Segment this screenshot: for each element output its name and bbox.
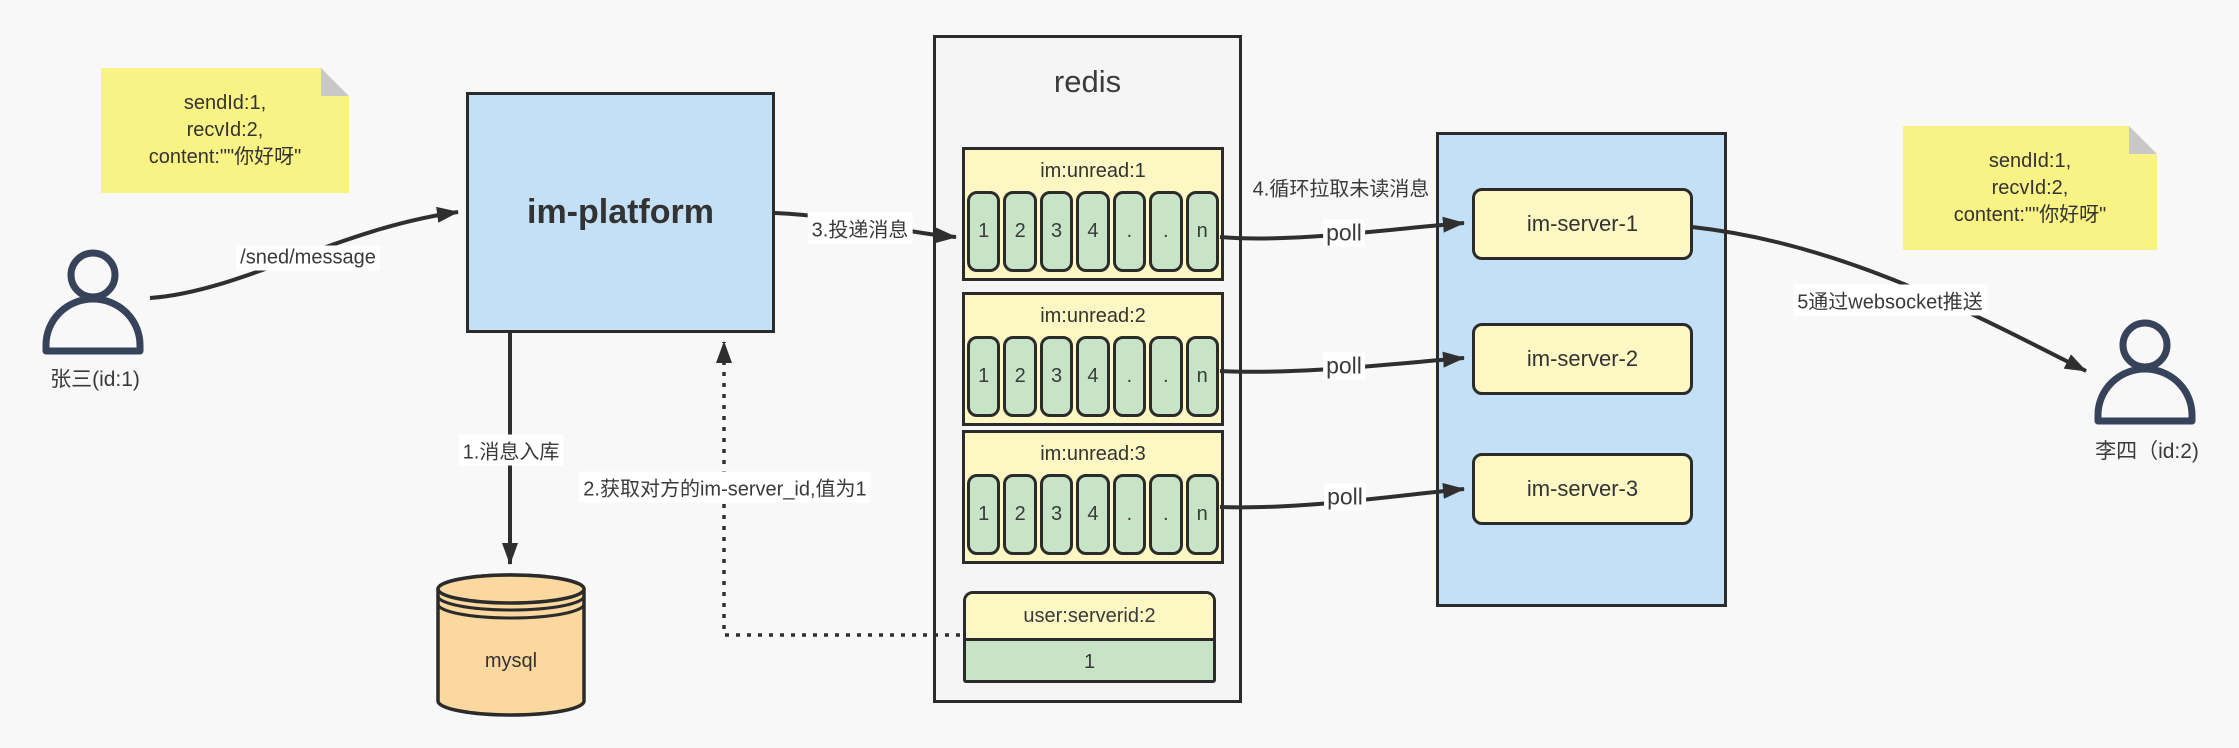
note-fold-corner: [2129, 126, 2157, 154]
user-icon: [42, 249, 144, 355]
redis-queue-2: im:unread:2 1 2 3 4 . . n: [962, 292, 1224, 426]
note-line: recvId:2,: [1991, 176, 2069, 199]
edge-label-step2: 2.获取对方的im-server_id,值为1: [579, 471, 871, 503]
queue-header: im:unread:1: [1040, 160, 1146, 182]
im-server-2-node: im-server-2: [1472, 323, 1693, 395]
im-server-1-label: im-server-1: [1526, 211, 1639, 236]
kv-value: 1: [1083, 651, 1096, 673]
database-cylinder-icon: [436, 573, 586, 717]
note-line: sendId:1,: [183, 92, 267, 114]
queue-cell: n: [1185, 474, 1219, 555]
queue-cells: 1 2 3 4 . . n: [967, 474, 1219, 555]
message-note-left: sendId:1, recvId:2, content:""你好呀": [101, 68, 349, 193]
queue-cell: n: [1185, 336, 1219, 417]
redis-title: redis: [1053, 64, 1122, 99]
queue-cell: 3: [1039, 474, 1074, 555]
edge-label-step3: 3.投递消息: [807, 212, 913, 244]
note-line: recvId:2,: [186, 119, 264, 141]
actor-receiver: 李四（id:2): [2090, 318, 2206, 468]
queue-cells: 1 2 3 4 . . n: [967, 336, 1219, 417]
queue-cell: 3: [1039, 336, 1074, 417]
kv-header: user:serverid:2: [966, 594, 1213, 641]
edge-label-poll-2: poll: [1323, 352, 1365, 380]
im-server-group: im-server-1 im-server-2 im-server-3: [1436, 132, 1727, 607]
actor-sender: 张三(id:1): [38, 248, 154, 398]
queue-cell: 2: [1003, 336, 1037, 417]
mysql-node: mysql: [435, 572, 587, 718]
queue-cell: 3: [1039, 191, 1074, 272]
redis-panel: redis im:unread:1 1 2 3 4 . . n im:unrea…: [933, 35, 1242, 703]
queue-cell: .: [1112, 336, 1147, 417]
queue-cell: 1: [967, 191, 1001, 272]
queue-header: im:unread:2: [1040, 305, 1146, 327]
edge-label-poll-3: poll: [1324, 483, 1366, 511]
queue-cell: 2: [1003, 474, 1037, 555]
edge-label-step4: 4.循环拉取未读消息: [1252, 178, 1430, 201]
redis-queue-1: im:unread:1 1 2 3 4 . . n: [962, 147, 1224, 281]
im-server-3-node: im-server-3: [1472, 453, 1693, 525]
queue-cell: .: [1112, 191, 1147, 272]
note-line: content:""你好呀": [1953, 203, 2107, 226]
actor-receiver-label: 李四（id:2): [2095, 440, 2199, 463]
queue-cell: n: [1185, 191, 1219, 272]
im-server-1-node: im-server-1: [1472, 188, 1693, 260]
note-line: sendId:1,: [1988, 149, 2072, 172]
queue-cell: 4: [1076, 336, 1110, 417]
user-icon: [2094, 319, 2196, 425]
queue-cell: 4: [1076, 191, 1110, 272]
message-note-right: sendId:1, recvId:2, content:""你好呀": [1903, 126, 2157, 250]
queue-cells: 1 2 3 4 . . n: [967, 191, 1219, 272]
note-fold-corner: [321, 68, 349, 96]
queue-cell: .: [1149, 191, 1183, 272]
queue-cell: .: [1112, 474, 1147, 555]
queue-cell: 1: [967, 474, 1001, 555]
queue-cell: 1: [967, 336, 1001, 417]
queue-cell: 2: [1003, 191, 1037, 272]
im-server-3-label: im-server-3: [1526, 476, 1639, 501]
mysql-label: mysql: [484, 650, 538, 672]
queue-cell: .: [1149, 336, 1183, 417]
redis-queue-3: im:unread:3 1 2 3 4 . . n: [962, 430, 1224, 564]
im-platform-label: im-platform: [527, 193, 714, 231]
queue-cell: 4: [1076, 474, 1110, 555]
note-line: content:""你好呀": [148, 146, 302, 168]
edge-label-poll-1: poll: [1323, 219, 1365, 247]
redis-kv-user-serverid: user:serverid:2 1: [963, 591, 1216, 683]
edge-label-step1: 1.消息入库: [458, 434, 564, 466]
edge-label-step5: 5通过websocket推送: [1793, 284, 1987, 316]
actor-sender-label: 张三(id:1): [50, 368, 140, 391]
queue-header: im:unread:3: [1040, 443, 1146, 465]
queue-cell: .: [1149, 474, 1183, 555]
im-server-2-label: im-server-2: [1526, 346, 1639, 371]
edge-label-send-api: /sned/message: [236, 245, 380, 271]
im-platform-node: im-platform: [466, 92, 775, 333]
